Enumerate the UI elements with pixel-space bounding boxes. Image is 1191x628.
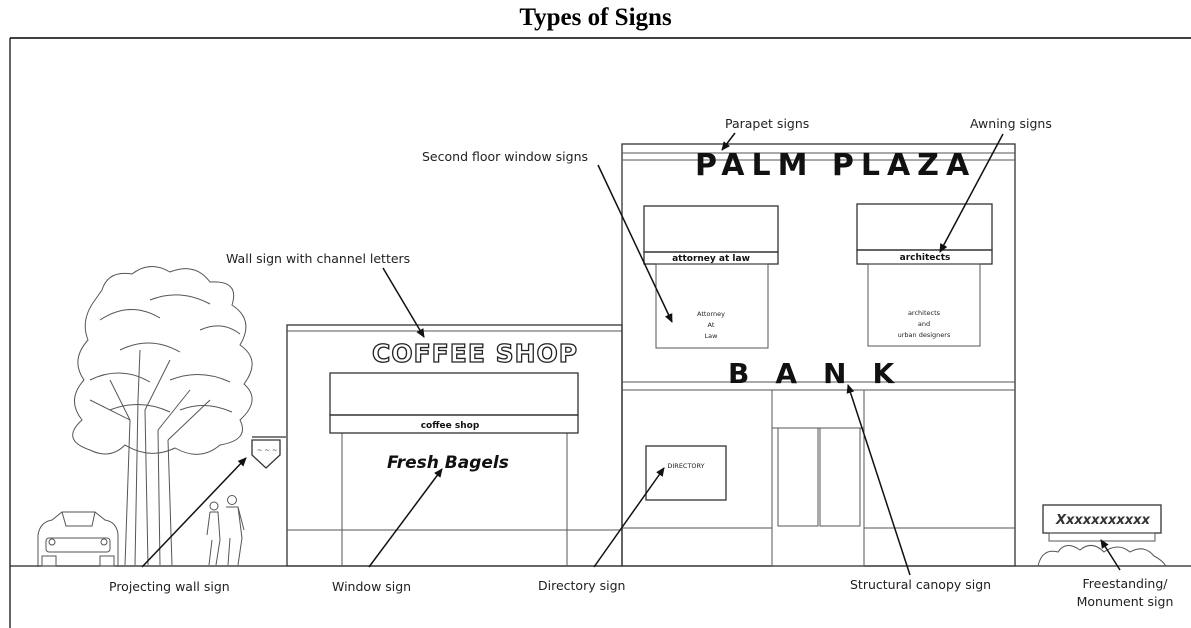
attorney-window-text-1: Attorney xyxy=(697,310,725,318)
label-projecting-wall-sign: Projecting wall sign xyxy=(109,579,230,594)
projecting-sign-graphic: ~ ~ ~ xyxy=(251,436,286,469)
architects-window xyxy=(856,203,993,347)
arrow-second-floor xyxy=(597,164,673,323)
palm-plaza-sign: PALM PLAZA xyxy=(695,148,976,183)
directory-sign-text: DIRECTORY xyxy=(667,462,704,470)
tree xyxy=(72,266,253,566)
label-freestanding-line1: Freestanding/ xyxy=(1083,576,1169,591)
directory-board xyxy=(645,445,727,501)
arrow-projecting xyxy=(141,457,247,568)
coffee-shop-awning xyxy=(329,372,579,434)
svg-text:~ ~ ~: ~ ~ ~ xyxy=(257,446,277,454)
monument-sign xyxy=(1037,504,1167,567)
coffee-shop-sign: COFFEE SHOP xyxy=(372,339,578,368)
bank-sign: BANK xyxy=(728,357,920,390)
label-structural-canopy-sign: Structural canopy sign xyxy=(850,577,991,592)
label-awning-signs: Awning signs xyxy=(970,116,1052,131)
arrow-canopy xyxy=(846,384,911,576)
architects-window-text-1: architects xyxy=(908,309,941,317)
attorney-window-text-2: At xyxy=(708,321,715,329)
architects-window-text-3: urban designers xyxy=(898,331,951,339)
attorney-awning-text: attorney at law xyxy=(672,254,750,264)
pedestrians xyxy=(206,495,245,566)
label-second-floor-window-signs: Second floor window signs xyxy=(422,149,588,164)
arrow-freestanding xyxy=(1100,539,1121,571)
label-freestanding-line2: Monument sign xyxy=(1077,594,1174,609)
arrow-window xyxy=(368,468,443,568)
coffee-shop-awning-text: coffee shop xyxy=(421,421,480,431)
car xyxy=(37,511,119,567)
label-parapet-signs: Parapet signs xyxy=(725,116,809,131)
coffee-shop-building xyxy=(286,324,623,567)
arrow-parapet xyxy=(721,132,736,151)
label-directory-sign: Directory sign xyxy=(538,578,625,593)
arrow-directory xyxy=(593,467,665,568)
label-wall-sign-channel-letters: Wall sign with channel letters xyxy=(226,251,410,266)
bank-doors xyxy=(771,389,865,567)
attorney-window-text-3: Law xyxy=(705,332,719,340)
arrow-awning xyxy=(939,133,1004,253)
diagram-title: Types of Signs xyxy=(519,4,672,31)
arrow-wall-channel xyxy=(382,267,425,338)
label-window-sign: Window sign xyxy=(332,579,411,594)
architects-window-text-2: and xyxy=(918,320,930,328)
architects-awning-text: architects xyxy=(900,253,951,263)
attorney-window xyxy=(643,205,779,349)
fresh-bagels-sign: Fresh Bagels xyxy=(387,453,509,473)
monument-sign-text: Xxxxxxxxxxx xyxy=(1055,513,1150,528)
